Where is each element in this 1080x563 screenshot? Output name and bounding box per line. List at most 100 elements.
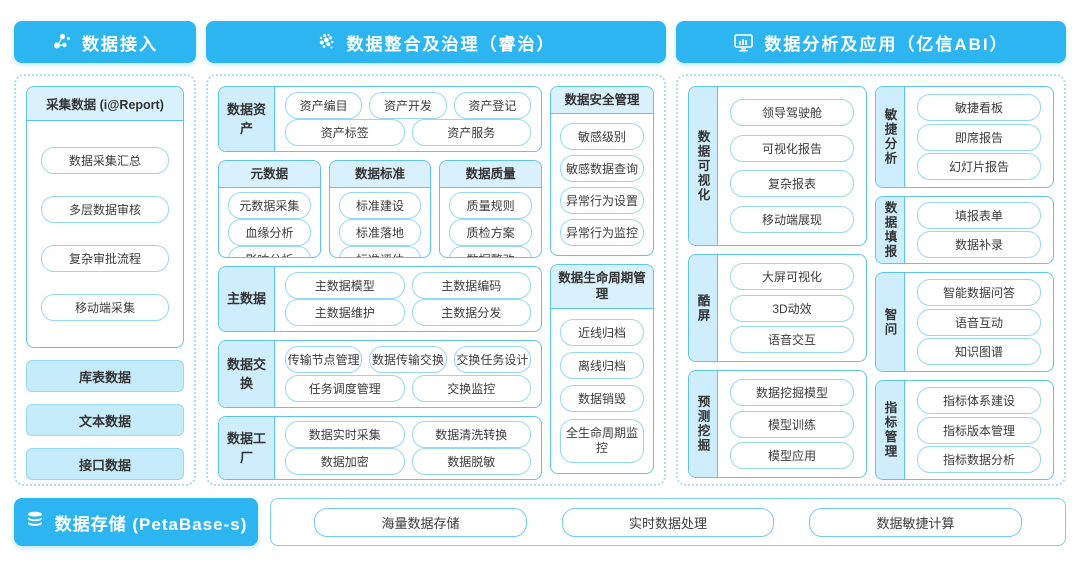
data-governance-container: 数据资产 资产编目 资产开发 资产登记 资产标签 资产服务 (206, 74, 666, 486)
module-chip: 交换监控 (411, 374, 531, 402)
module-chip: 传输节点管理 (285, 346, 363, 374)
monitor-chart-icon (733, 32, 754, 53)
dots-cluster-icon (317, 32, 337, 52)
panel-vertical-label: 数据可视化 (689, 87, 718, 245)
module-chip: 模型应用 (730, 441, 854, 469)
module-chip: 交换任务设计 (453, 346, 531, 374)
data-governance-title: 数据整合及治理（睿治） (346, 34, 556, 54)
module-chip: 标准建设 (338, 192, 422, 220)
panel-title: 数据质量 (440, 161, 542, 189)
module-chip: 指标数据分析 (917, 445, 1041, 473)
module-chip: 指标体系建设 (917, 387, 1041, 415)
module-chip: 数据敏捷计算 (809, 507, 1022, 537)
module-chip: 近线归档 (560, 318, 644, 346)
module-chip: 指标版本管理 (917, 416, 1041, 444)
panel-vertical-label: 预测挖掘 (689, 371, 718, 477)
module-chip: 数据销毁 (560, 385, 644, 413)
module-chip: 主数据分发 (411, 299, 531, 327)
module-chip: 实时数据处理 (561, 507, 774, 537)
panel-data-reporting: 数据填报 填报表单 数据补录 (875, 196, 1054, 264)
module-chip: 元数据采集 (228, 192, 311, 220)
module-chip: 敏感数据查询 (560, 155, 644, 183)
panel-data-standard: 数据标准 标准建设 标准落地 标准评估 (328, 160, 432, 258)
panel-vertical-label: 智问 (876, 273, 905, 371)
module-chip: 数据整改 (449, 246, 533, 257)
module-chip: 血缘分析 (228, 219, 311, 247)
module-chip: 数据清洗转换 (411, 421, 531, 448)
module-chip: 语音交互 (730, 325, 854, 353)
module-chip: 移动端采集 (41, 294, 169, 321)
module-chip: 质检方案 (449, 219, 533, 247)
panel-title: 数据安全管理 (551, 87, 653, 115)
panel-title: 数据标准 (329, 161, 431, 189)
panel-vertical-label: 数据填报 (876, 197, 905, 263)
report-panel-body: 数据采集汇总 多层数据审核 复杂审批流程 移动端采集 (27, 121, 183, 347)
column-data-analysis: 数据分析及应用（亿信ABI） 数据可视化 领导驾驶舱 可视化报告 复杂报表 移动… (676, 21, 1066, 486)
module-chip: 大屏可视化 (730, 263, 854, 291)
storage-capability-panel: 海量数据存储 实时数据处理 数据敏捷计算 (270, 498, 1066, 546)
governance-side: 数据安全管理 敏感级别 敏感数据查询 异常行为设置 异常行为监控 数据生命周期管… (550, 86, 654, 474)
panel-indicator-management: 指标管理 指标体系建设 指标版本管理 指标数据分析 (875, 380, 1054, 480)
module-chip: 语音互动 (917, 308, 1041, 336)
module-chip: 质量规则 (449, 192, 533, 220)
column-data-ingest: 数据接入 采集数据 (i@Report) 数据采集汇总 多层数据审核 复杂审批流… (14, 21, 196, 486)
module-chip: 即席报告 (917, 123, 1041, 151)
module-chip: 幻灯片报告 (917, 153, 1041, 181)
module-chip: 异常行为设置 (560, 187, 644, 215)
panel-agile-analysis: 敏捷分析 敏捷看板 即席报告 幻灯片报告 (875, 86, 1054, 188)
module-chip: 领导驾驶舱 (730, 99, 854, 127)
data-ingest-header: 数据接入 (14, 21, 196, 63)
top-columns: 数据接入 采集数据 (i@Report) 数据采集汇总 多层数据审核 复杂审批流… (14, 21, 1066, 486)
analysis-right-subcolumn: 敏捷分析 敏捷看板 即席报告 幻灯片报告 数据填报 填报表单 数据补录 (875, 86, 1054, 480)
module-chip: 任务调度管理 (285, 374, 405, 402)
module-chip: 多层数据审核 (41, 196, 169, 223)
section-data-asset: 数据资产 资产编目 资产开发 资产登记 资产标签 资产服务 (218, 86, 542, 152)
panel-title: 元数据 (219, 161, 320, 189)
module-chip: 主数据编码 (411, 271, 531, 299)
panel-data-visualization: 数据可视化 领导驾驶舱 可视化报告 复杂报表 移动端展现 (688, 86, 867, 246)
module-chip: 海量数据存储 (314, 507, 527, 537)
section-master-data: 主数据 主数据模型 主数据编码 主数据维护 主数据分发 (218, 266, 542, 332)
module-chip: 知识图谱 (917, 337, 1041, 365)
module-chip: 资产编目 (285, 91, 363, 119)
panel-cool-screen: 酷屏 大屏可视化 3D动效 语音交互 (688, 254, 867, 362)
section-data-factory: 数据工厂 数据实时采集 数据清洗转换 数据加密 数据脱敏 (218, 416, 542, 480)
section-label: 主数据 (219, 267, 275, 331)
data-storage-header: 数据存储 (PetaBase-s) (14, 498, 258, 546)
governance-main: 数据资产 资产编目 资产开发 资产登记 资产标签 资产服务 (218, 86, 543, 480)
panel-data-quality: 数据质量 质量规则 质检方案 数据整改 (439, 160, 543, 258)
module-chip: 数据挖掘模型 (730, 379, 854, 407)
module-chip: 异常行为监控 (560, 219, 644, 246)
module-chip: 影响分析 (228, 246, 311, 257)
column-data-governance: 数据整合及治理（睿治） 数据资产 资产编目 资产开发 资产登记 (206, 21, 666, 486)
module-chip: 复杂审批流程 (41, 245, 169, 272)
panel-vertical-label: 酷屏 (689, 255, 718, 361)
storage-row: 数据存储 (PetaBase-s) 海量数据存储 实时数据处理 数据敏捷计算 (14, 498, 1066, 546)
data-analysis-container: 数据可视化 领导驾驶舱 可视化报告 复杂报表 移动端展现 酷屏 大屏可视化 3D… (676, 74, 1066, 486)
module-chip: 填报表单 (917, 202, 1041, 230)
module-chip: 3D动效 (730, 294, 854, 322)
module-chip: 离线归档 (560, 352, 644, 380)
module-chip: 数据加密 (285, 448, 405, 475)
data-ingest-title: 数据接入 (82, 34, 158, 54)
panel-data-security: 数据安全管理 敏感级别 敏感数据查询 异常行为设置 异常行为监控 (550, 86, 654, 256)
panel-smart-qa: 智问 智能数据问答 语音互动 知识图谱 (875, 272, 1054, 372)
section-items: 资产编目 资产开发 资产登记 资产标签 资产服务 (275, 87, 541, 151)
panel-metadata: 元数据 元数据采集 血缘分析 影响分析 (218, 160, 321, 258)
module-chip: 复杂报表 (730, 170, 854, 198)
module-chip: 资产服务 (411, 119, 531, 147)
module-chip: 数据补录 (917, 230, 1041, 258)
data-analysis-header: 数据分析及应用（亿信ABI） (676, 21, 1066, 63)
analysis-left-subcolumn: 数据可视化 领导驾驶舱 可视化报告 复杂报表 移动端展现 酷屏 大屏可视化 3D… (688, 86, 867, 478)
source-type-button: 库表数据 (26, 360, 184, 392)
section-label: 数据工厂 (219, 417, 275, 479)
module-chip: 移动端展现 (730, 205, 854, 233)
network-dots-icon (52, 32, 72, 52)
panel-title: 数据生命周期管理 (551, 265, 653, 309)
module-chip: 敏感级别 (560, 123, 644, 151)
data-governance-header: 数据整合及治理（睿治） (206, 21, 666, 63)
module-chip: 可视化报告 (730, 134, 854, 162)
module-chip: 敏捷看板 (917, 93, 1041, 121)
panel-vertical-label: 指标管理 (876, 381, 905, 479)
